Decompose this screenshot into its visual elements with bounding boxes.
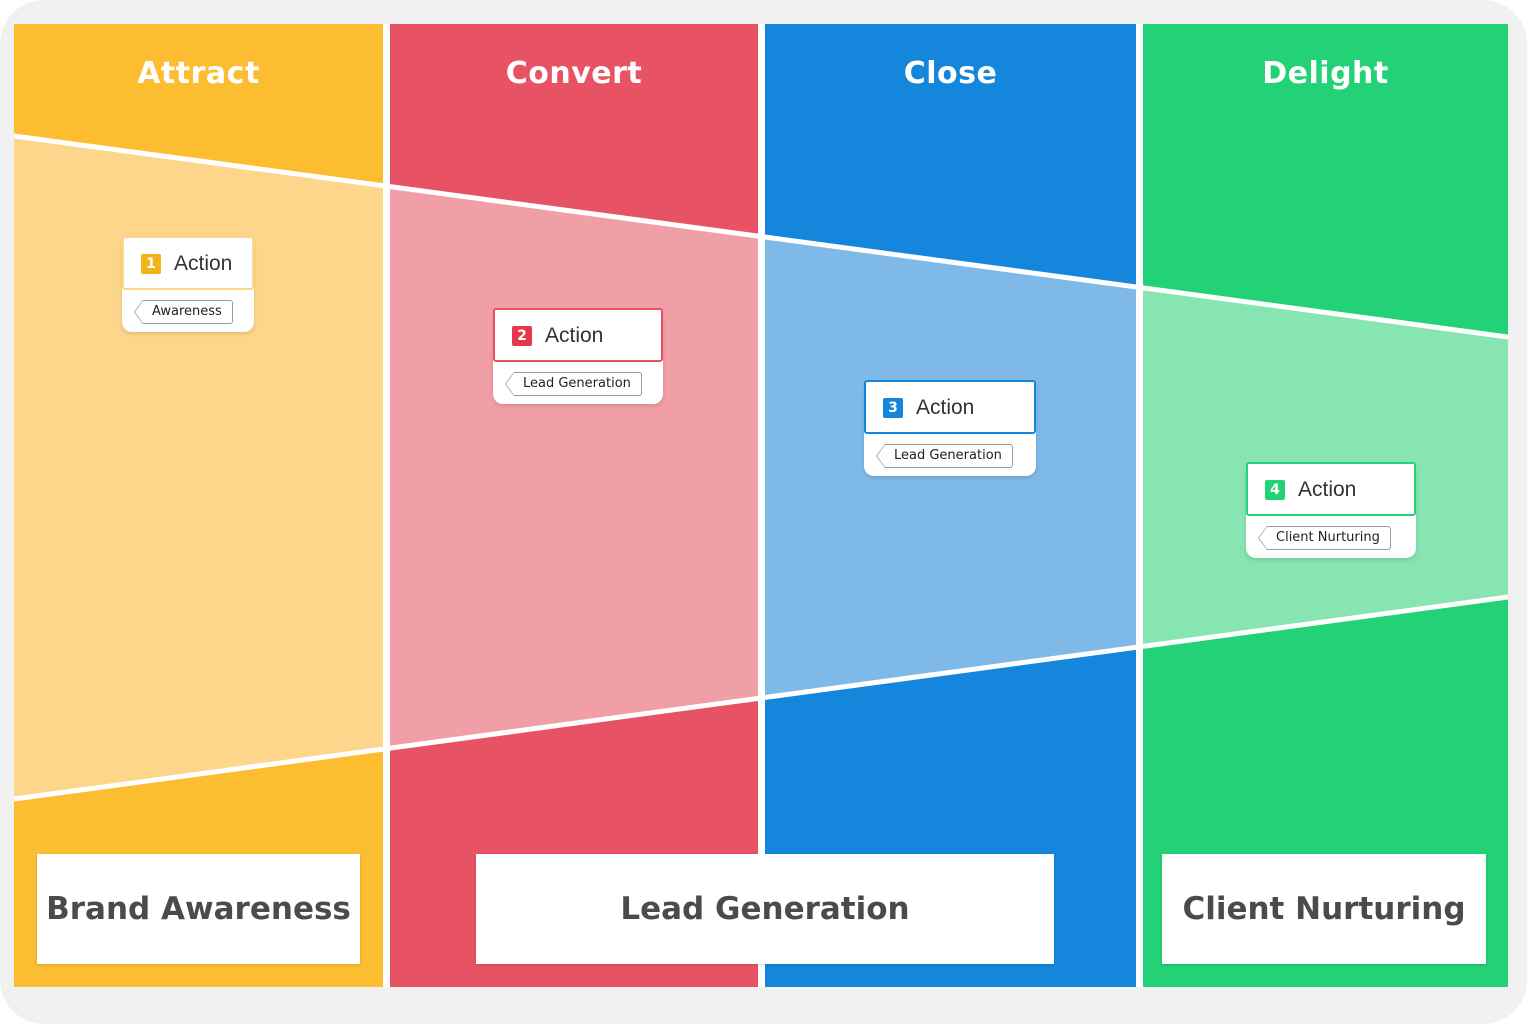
tag-label: Lead Generation (876, 444, 1013, 468)
step-number-badge: 4 (1265, 480, 1285, 500)
result-box-client-nurturing: Client Nurturing (1162, 854, 1486, 964)
band-top-line (14, 133, 1508, 340)
column-title-delight: Delight (1262, 56, 1389, 91)
action-card-header: 1 Action (122, 236, 254, 290)
step-number-badge: 3 (883, 398, 903, 418)
column-title-close: Close (903, 56, 998, 91)
step-number-badge: 2 (512, 326, 532, 346)
action-card-1[interactable]: 1 Action Awareness (122, 236, 254, 332)
column-title-attract: Attract (137, 56, 260, 91)
step-number-badge: 1 (141, 254, 161, 274)
funnel-board: Attract Convert Close Delight 1 Action A… (14, 24, 1508, 987)
result-box-lead-generation: Lead Generation (476, 854, 1054, 964)
action-card-2[interactable]: 2 Action Lead Generation (493, 308, 663, 404)
action-card-4[interactable]: 4 Action Client Nurturing (1246, 462, 1416, 558)
tag-label: Awareness (134, 300, 233, 324)
action-label: Action (545, 324, 604, 347)
action-label: Action (174, 252, 233, 275)
action-card-header: 2 Action (493, 308, 663, 362)
action-label: Action (916, 396, 975, 419)
band-convert (390, 186, 758, 747)
tag-label: Client Nurturing (1258, 526, 1391, 550)
result-box-brand-awareness: Brand Awareness (37, 854, 360, 964)
action-card-3[interactable]: 3 Action Lead Generation (864, 380, 1036, 476)
action-card-header: 4 Action (1246, 462, 1416, 516)
tag-label: Lead Generation (505, 372, 642, 396)
action-card-header: 3 Action (864, 380, 1036, 434)
funnel-bands (14, 24, 1508, 987)
band-attract (14, 136, 383, 799)
action-label: Action (1298, 478, 1357, 501)
column-title-convert: Convert (505, 56, 643, 91)
band-bottom-line (14, 594, 1508, 802)
